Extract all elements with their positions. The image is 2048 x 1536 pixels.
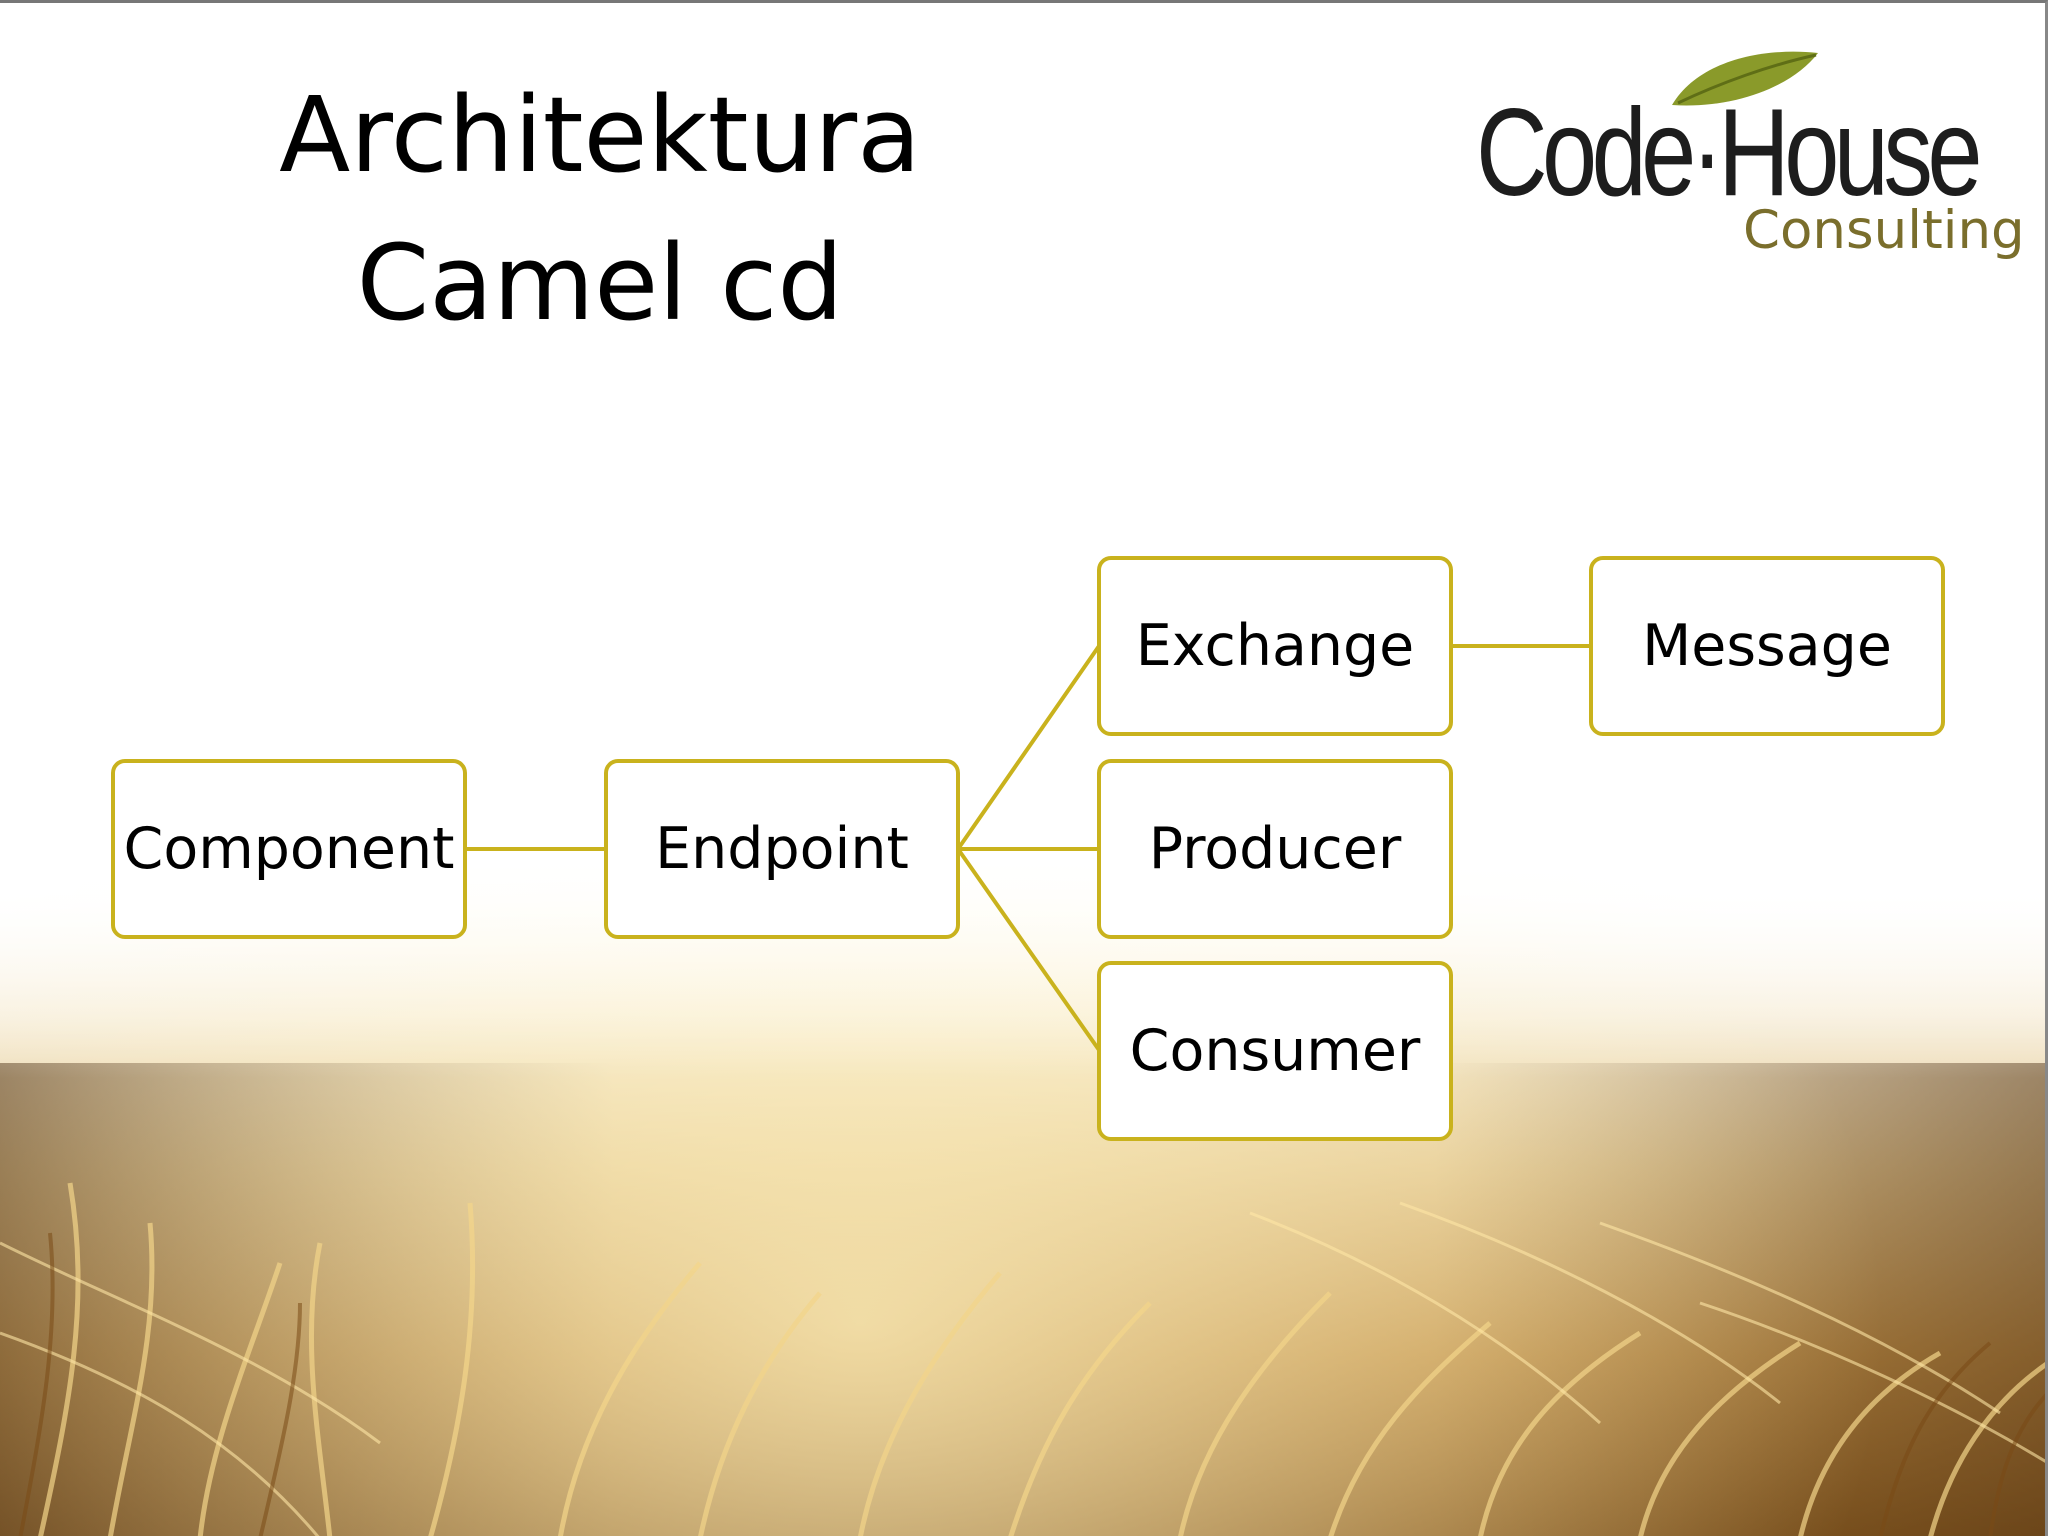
logo-wordmark: Code·House — [1476, 84, 1983, 222]
node-endpoint: Endpoint — [604, 759, 960, 939]
slide-title-line-1: Architektura — [279, 74, 921, 196]
node-message: Message — [1589, 556, 1945, 736]
slide-title-line-2: Camel cd — [356, 222, 844, 344]
company-logo: Code·House Consulting — [1470, 43, 2030, 273]
node-producer: Producer — [1097, 759, 1453, 939]
node-component: Component — [111, 759, 467, 939]
edge-endpoint-exchange — [956, 644, 1101, 851]
node-consumer: Consumer — [1097, 961, 1453, 1141]
edge-endpoint-consumer — [956, 847, 1101, 1052]
leaf-icon — [1672, 51, 1818, 106]
logo-subtitle: Consulting — [1743, 200, 2025, 261]
diagram-connectors — [464, 644, 1593, 1052]
slide-title: Architektura Camel cd — [270, 61, 930, 357]
wheat-field-background — [0, 3, 2045, 1536]
node-exchange: Exchange — [1097, 556, 1453, 736]
